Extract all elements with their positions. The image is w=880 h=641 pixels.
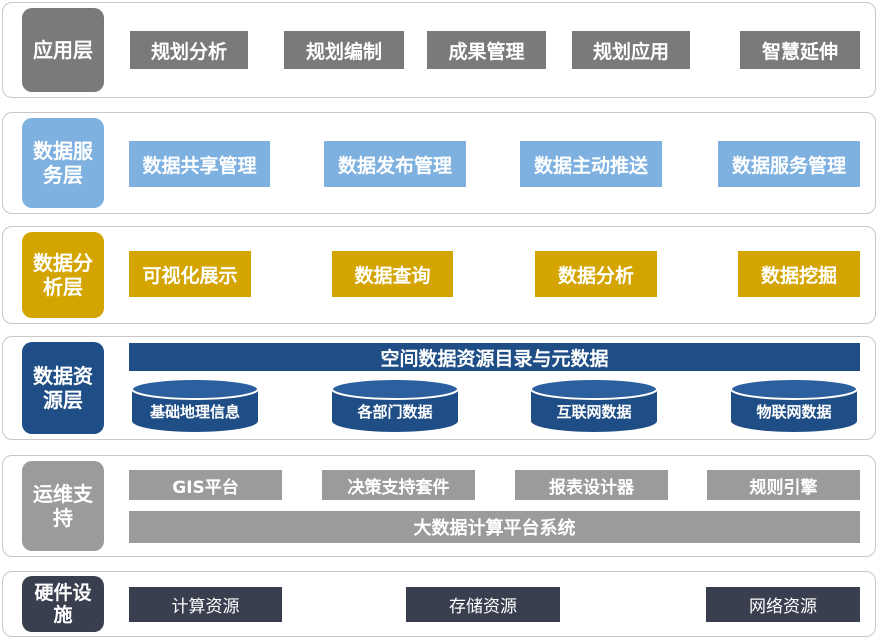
ana-item-data-query: 数据查询 — [332, 251, 453, 297]
resource-label-departments: 各部门数据 — [357, 402, 433, 421]
ops-item-decision-suite: 决策支持套件 — [322, 470, 475, 500]
ops-item-gis-platform: GIS平台 — [129, 470, 282, 500]
ana-item-data-analysis: 数据分析 — [535, 251, 657, 297]
svc-item-data-publishing: 数据发布管理 — [324, 141, 466, 187]
hardware-layer-label: 硬件设施 — [22, 576, 104, 632]
svc-item-data-sharing: 数据共享管理 — [129, 141, 270, 187]
resource-cylinder-internet: 互联网数据 — [529, 377, 659, 435]
resource-label-basic-geo: 基础地理信息 — [149, 402, 240, 421]
resource-label-iot: 物联网数据 — [756, 402, 832, 421]
app-item-result-management: 成果管理 — [427, 31, 546, 69]
hw-item-compute: 计算资源 — [129, 587, 282, 622]
resource-cylinder-departments: 各部门数据 — [330, 377, 460, 435]
data-resource-layer-label: 数据资源层 — [22, 342, 104, 434]
resource-label-internet: 互联网数据 — [556, 402, 632, 421]
resource-cylinder-basic-geo: 基础地理信息 — [130, 377, 260, 435]
app-item-planning-application: 规划应用 — [572, 31, 690, 69]
resource-catalog-banner: 空间数据资源目录与元数据 — [129, 343, 860, 371]
ops-item-rule-engine: 规则引擎 — [707, 470, 860, 500]
data-service-layer-label: 数据服务层 — [22, 118, 104, 208]
application-layer-label: 应用层 — [22, 8, 104, 92]
app-item-planning-analysis: 规划分析 — [130, 31, 248, 69]
ana-item-visualization: 可视化展示 — [129, 251, 251, 297]
hw-item-network: 网络资源 — [706, 587, 860, 622]
resource-cylinder-iot: 物联网数据 — [729, 377, 859, 435]
ops-item-report-designer: 报表设计器 — [515, 470, 668, 500]
hw-item-storage: 存储资源 — [406, 587, 560, 622]
operations-layer-label: 运维支持 — [22, 461, 104, 551]
data-analysis-layer-label: 数据分析层 — [22, 232, 104, 318]
ops-bigdata-platform-banner: 大数据计算平台系统 — [129, 511, 860, 543]
svc-item-data-service-management: 数据服务管理 — [718, 141, 860, 187]
app-item-smart-extension: 智慧延伸 — [740, 31, 860, 69]
svc-item-data-push: 数据主动推送 — [520, 141, 662, 187]
app-item-planning-compilation: 规划编制 — [284, 31, 404, 69]
ana-item-data-mining: 数据挖掘 — [738, 251, 860, 297]
